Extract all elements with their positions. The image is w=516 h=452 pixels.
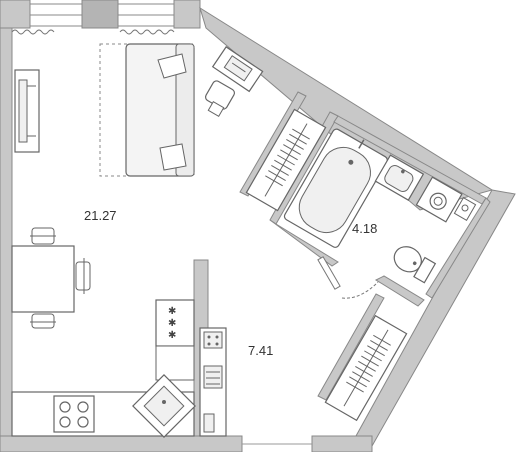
kitchen-sink-icon <box>132 374 196 438</box>
living-room-area-label: 21.27 <box>84 208 117 223</box>
svg-text:✱: ✱ <box>168 330 176 341</box>
svg-text:✱: ✱ <box>168 306 176 317</box>
stove-icon <box>53 395 95 433</box>
cooktop-icon: ✱ ✱ ✱ <box>168 306 176 341</box>
dining-table-icon <box>11 227 91 329</box>
svg-text:✱: ✱ <box>168 318 176 329</box>
hall-area-label: 7.41 <box>248 343 273 358</box>
wardrobe-icon <box>245 108 327 212</box>
water-heater-icon <box>453 197 477 221</box>
chair-icon <box>204 80 236 118</box>
tv-icon <box>14 69 40 153</box>
sofa-icon <box>99 43 195 177</box>
sink-icon <box>374 154 425 201</box>
desk-icon <box>211 46 264 93</box>
shoe-rack-icon <box>199 327 227 437</box>
bathroom-door-icon <box>317 256 379 299</box>
bathtub-icon <box>283 128 388 248</box>
curtain-left <box>11 29 55 35</box>
washing-machine-icon <box>415 176 463 223</box>
toilet-icon <box>393 246 437 284</box>
wardrobe-lower-icon <box>324 314 408 422</box>
bathroom-area-label: 4.18 <box>352 221 377 236</box>
curtain-right <box>119 29 175 35</box>
